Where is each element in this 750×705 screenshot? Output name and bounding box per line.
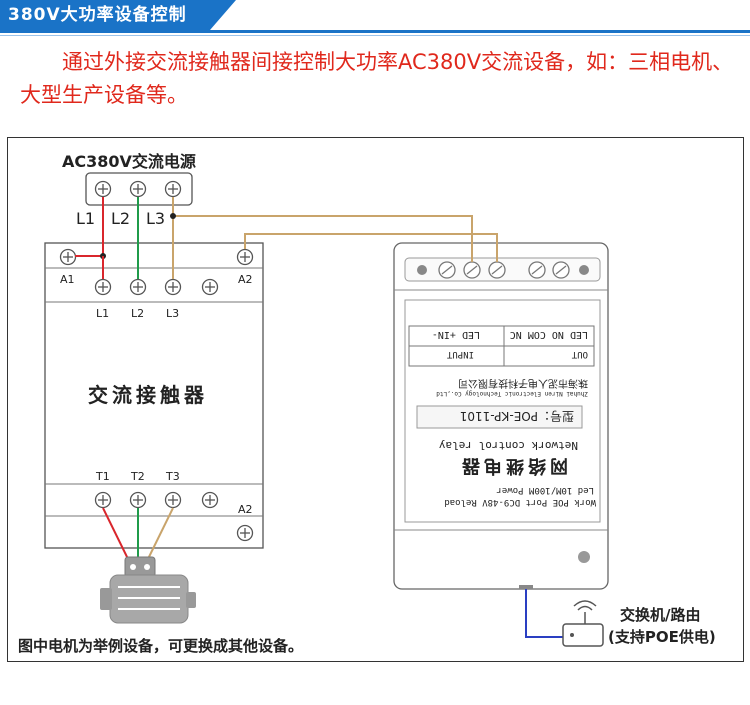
wire-t1-red	[102, 507, 131, 564]
relay-specs-line2: Work POE Port DC9-48V Reload	[444, 497, 596, 507]
contactor-l1-screw-icon	[94, 278, 112, 296]
switch-label-line1: 交换机/路由	[620, 606, 700, 624]
wire-ethernet-blue	[525, 589, 563, 638]
router-icon	[562, 600, 604, 647]
relay-terminal-row-left: LED NO COM NC	[510, 329, 588, 340]
relay-indicator-icon	[578, 551, 590, 563]
relay-company: 珠海市泥人电子科技有限公司	[458, 377, 588, 390]
header-tab-bg	[0, 0, 210, 30]
relay-led-dot-right-icon	[579, 265, 589, 275]
contactor-output-t3: T3	[165, 470, 180, 483]
contactor-a2-bottom-label: A2	[238, 503, 253, 516]
relay-terminal-1-icon	[438, 261, 456, 279]
section-title: 380V大功率设备控制	[8, 5, 187, 25]
relay-ethernet-port-icon	[519, 585, 533, 589]
relay-input-label: INPUT	[446, 349, 474, 359]
contactor-a1-label: A1	[60, 273, 75, 286]
contactor-spare-top-screw-icon	[201, 278, 219, 296]
wire-t3-tan	[145, 507, 174, 564]
contactor-output-t1: T1	[95, 470, 110, 483]
phase-label-l2: L2	[111, 209, 130, 228]
relay-terminal-2-icon	[463, 261, 481, 279]
diagram-frame	[7, 137, 744, 662]
relay-name-en: Network control relay	[439, 439, 578, 452]
contactor-a2-top-screw-icon	[236, 248, 254, 266]
relay-led-dot-left-icon	[417, 265, 427, 275]
phase-label-l1: L1	[76, 209, 95, 228]
contactor-t1-screw-icon	[94, 491, 112, 509]
contactor-input-l1: L1	[96, 307, 109, 320]
contactor-l2-screw-icon	[129, 278, 147, 296]
header-tab-notch	[210, 0, 236, 30]
intro-paragraph: 通过外接交流接触器间接控制大功率AC380V交流设备，如：三相电机、大型生产设备…	[20, 50, 734, 107]
power-screw-l1-icon	[94, 180, 112, 198]
motor-icon	[100, 556, 196, 624]
junction-l3-dot	[170, 213, 176, 219]
wire-a2-to-relay	[244, 233, 498, 262]
contactor-t3-screw-icon	[164, 491, 182, 509]
relay-terminal-4-icon	[528, 261, 546, 279]
header-underline-light	[0, 35, 750, 36]
contactor-input-l2: L2	[131, 307, 144, 320]
section-header: 380V大功率设备控制	[0, 0, 750, 37]
contactor-l3-screw-icon	[164, 278, 182, 296]
contactor-a2-top-label: A2	[238, 273, 253, 286]
power-source-label: AC380V交流电源	[62, 152, 196, 171]
relay-specs-line1: Led 10M/100M Power	[496, 485, 594, 495]
relay-name-cn: 网络继电器	[458, 455, 568, 477]
relay-terminal-row-right: LED +IN-	[432, 329, 480, 340]
contactor-output-t2: T2	[130, 470, 145, 483]
diagram-footnote: 图中电机为举例设备，可更换成其他设备。	[18, 637, 303, 655]
contactor-input-l3: L3	[166, 307, 179, 320]
contactor-a1-screw-icon	[59, 248, 77, 266]
relay-model: 型号：POE-KP-1101	[460, 409, 574, 423]
switch-label-line2: (支持POE供电)	[608, 628, 716, 646]
wire-l3-to-relay	[173, 215, 473, 262]
contactor-spare-bottom-screw-icon	[201, 491, 219, 509]
contactor-a2-bottom-screw-icon	[236, 524, 254, 542]
power-screw-l2-icon	[129, 180, 147, 198]
relay-company-en: Zhuhai Niren Electronic Technology Co.,L…	[436, 390, 588, 397]
phase-label-l3: L3	[146, 209, 165, 228]
contactor-t2-screw-icon	[129, 491, 147, 509]
contactor-name: 交流接触器	[88, 383, 208, 407]
relay-out-label: OUT	[571, 349, 588, 359]
header-underline	[0, 30, 750, 33]
relay-terminal-5-icon	[552, 261, 570, 279]
power-screw-l3-icon	[164, 180, 182, 198]
relay-terminal-3-icon	[488, 261, 506, 279]
